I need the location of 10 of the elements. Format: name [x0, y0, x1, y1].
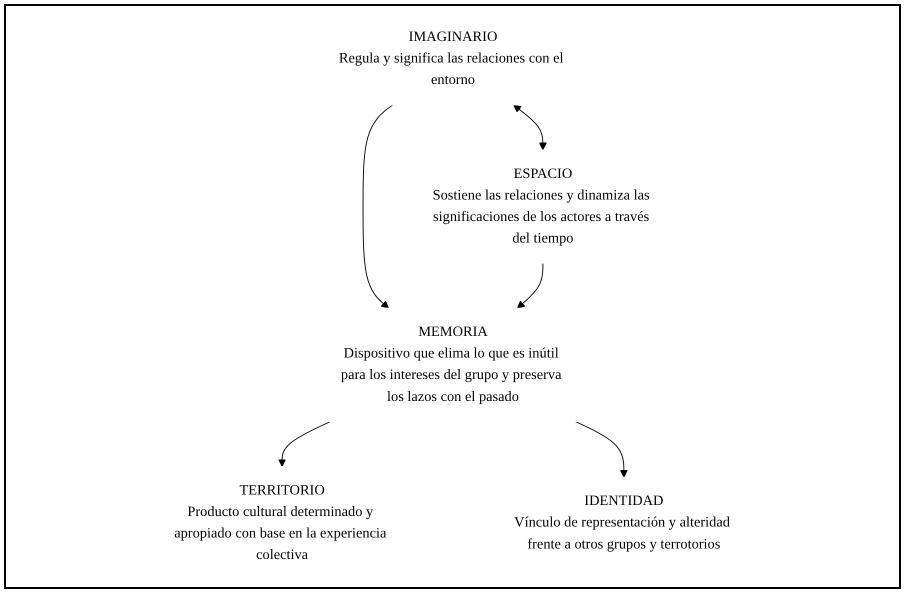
arrow: [278, 421, 331, 467]
node-text: TERRITORIO Producto cultural determinado y apropiado con base en la experiencia colectiva: [174, 482, 386, 563]
arrow: [516, 262, 543, 309]
node-text: ESPACIO Sostiene las relaciones y dinamiza las significaciones de los actores a través del tiempo: [432, 166, 650, 246]
arrow: [574, 421, 628, 478]
arrow: [512, 104, 546, 150]
node-text: IMAGINARIO Regula y significa las relaciones con el entorno: [338, 29, 563, 88]
node-text: MEMORIA Dispositivo que elima lo que es inútil para los intereses del grupo y preserva los lazos con el pasado: [340, 324, 561, 404]
arrow: [362, 104, 393, 309]
node-text: IDENTIDAD Vínculo de representación y alteridad frente a otros grupos y terrotorios: [514, 493, 730, 552]
